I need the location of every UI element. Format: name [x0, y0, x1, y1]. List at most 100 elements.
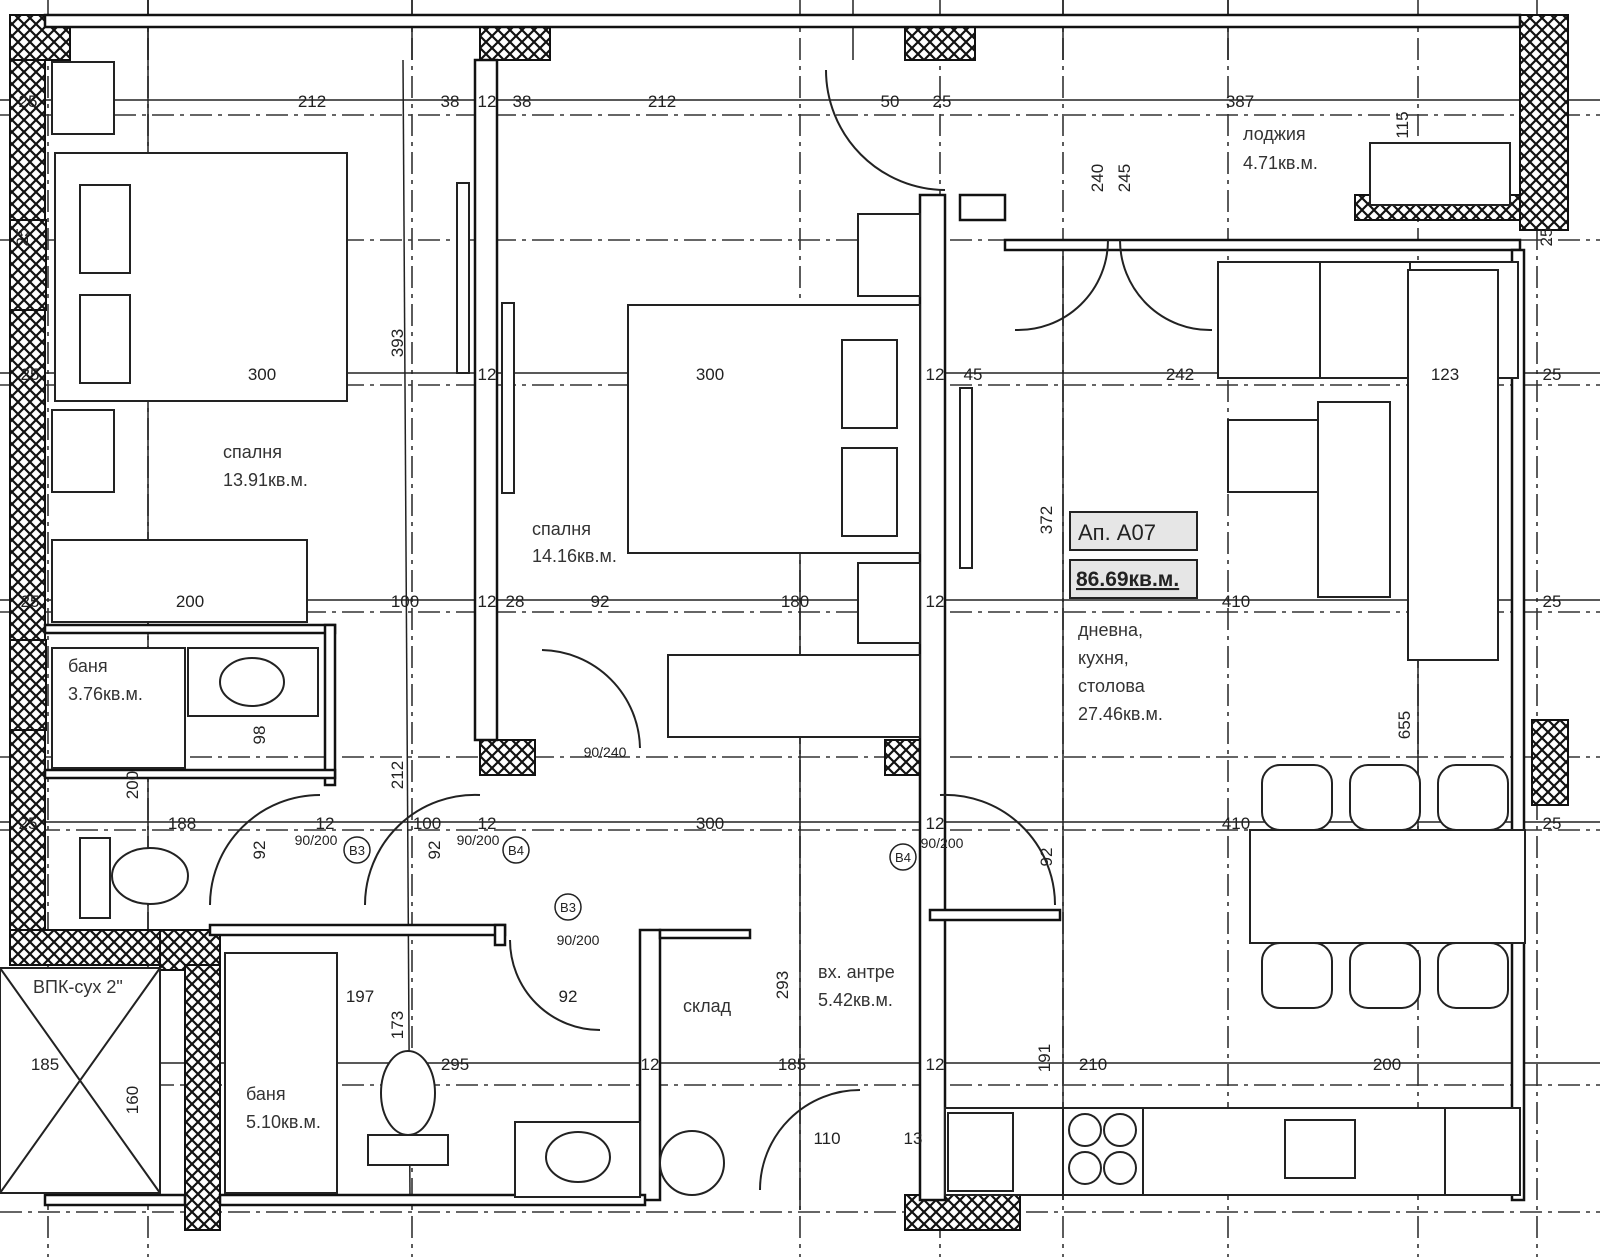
- dimension-label: 92: [559, 987, 578, 1006]
- door-swing: [825, 69, 946, 191]
- svg-text:кухня,: кухня,: [1078, 648, 1129, 668]
- svg-text:14.16кв.м.: 14.16кв.м.: [532, 546, 617, 566]
- dimension-label: 300: [696, 365, 724, 384]
- partition-wall: [218, 1193, 647, 1207]
- shaft-label: ВПК-сух 2": [33, 977, 123, 997]
- sofa: [1407, 269, 1499, 661]
- kitchen-sink: [1284, 1119, 1356, 1179]
- wall-panel: [959, 387, 973, 569]
- shaft-cross: [0, 967, 161, 1194]
- dimension-label: 12: [926, 814, 945, 833]
- partition-wall: [43, 768, 337, 780]
- svg-text:вх. антре: вх. антре: [818, 962, 895, 982]
- partition-wall: [208, 923, 507, 937]
- dimension-label: 25: [1537, 228, 1556, 247]
- dimension-label: 38: [441, 92, 460, 111]
- dimension-label: 188: [168, 814, 196, 833]
- dimension-label: 245: [1115, 164, 1134, 192]
- partition-wall: [323, 623, 337, 787]
- toilet-tank: [367, 1134, 449, 1166]
- dimension-label: 212: [388, 761, 407, 789]
- door-size-label: 90/200: [457, 832, 500, 848]
- dining-chair: [1349, 942, 1421, 1009]
- svg-text:5.42кв.м.: 5.42кв.м.: [818, 990, 893, 1010]
- dimension-label: 372: [1037, 506, 1056, 534]
- apartment-label: Ап. А07 86.69кв.м.: [1069, 511, 1198, 599]
- dimension-label: 12: [926, 592, 945, 611]
- burner: [1068, 1113, 1102, 1147]
- dimension-label: 98: [250, 726, 269, 745]
- dining-table: [1249, 829, 1526, 944]
- dimension-label: 50: [881, 92, 900, 111]
- hatched-wall: [9, 639, 47, 731]
- partition-wall: [958, 193, 1007, 222]
- door-size-label: 90/240: [584, 744, 627, 760]
- air-conditioner: [1369, 142, 1511, 206]
- dimension-label: 410: [1222, 814, 1250, 833]
- burner: [1103, 1151, 1137, 1185]
- door-swing: [209, 794, 321, 906]
- door-tag-label: B3: [560, 900, 576, 915]
- room-label-living-kitchen-dining: дневна, кухня, столова 27.46кв.м.: [1078, 620, 1163, 724]
- dimension-label: 212: [298, 92, 326, 111]
- dimension-label: 110: [813, 1129, 840, 1148]
- dimension-label: 242: [1166, 365, 1194, 384]
- dimension-label: 28: [506, 592, 525, 611]
- room-label-loggia: лоджия 4.71кв.м.: [1243, 124, 1318, 173]
- dimension-label: 13: [904, 1129, 923, 1148]
- hatched-wall: [184, 964, 221, 1231]
- dimension-label: 92: [1037, 848, 1056, 867]
- dimension-label: 393: [388, 329, 407, 357]
- dimension-label: 25: [1543, 592, 1562, 611]
- hatched-wall: [1531, 719, 1569, 806]
- partition-wall: [918, 193, 947, 1202]
- dining-chair: [1437, 764, 1509, 831]
- door-size-label: 90/200: [557, 932, 600, 948]
- oven: [947, 1112, 1014, 1192]
- dimension-label: 115: [1393, 111, 1412, 138]
- room-label-storage: склад: [683, 996, 732, 1016]
- dimension-label: 191: [1035, 1044, 1054, 1072]
- dimension-label: 200: [123, 771, 142, 799]
- partition-wall: [1003, 238, 1522, 252]
- nightstand: [857, 562, 921, 644]
- dimension-label: 240: [1088, 164, 1107, 192]
- dimension-label: 25: [933, 92, 952, 111]
- pillow: [841, 447, 898, 537]
- apartment-id: Ап. А07: [1078, 520, 1156, 545]
- wall-panel: [501, 302, 515, 494]
- dimension-label: 185: [778, 1055, 806, 1074]
- room-label-entrance: вх. антре 5.42кв.м.: [818, 962, 895, 1010]
- nightstand: [857, 213, 921, 297]
- nightstand: [51, 409, 115, 493]
- dimension-label: 200: [176, 592, 204, 611]
- dimension-label: 12: [926, 1055, 945, 1074]
- furniture: [0, 61, 1526, 1198]
- dimension-label: 293: [773, 971, 792, 999]
- svg-text:ВПК-сух 2": ВПК-сух 2": [33, 977, 123, 997]
- toilet: [380, 1050, 436, 1136]
- partition-wall: [43, 13, 1522, 29]
- dimension-label: 160: [123, 1086, 142, 1114]
- door-swing: [541, 649, 641, 749]
- dimension-label: 12: [641, 1055, 660, 1074]
- svg-text:4.71кв.м.: 4.71кв.м.: [1243, 153, 1318, 173]
- hatched-wall: [9, 219, 47, 311]
- door-tag-circle: [343, 836, 371, 864]
- partition-wall: [638, 928, 662, 1202]
- bathtub: [224, 952, 338, 1194]
- dimension-label: 25: [19, 92, 38, 111]
- door-swing: [509, 939, 601, 1031]
- dining-chair: [1261, 942, 1333, 1009]
- pillow: [79, 294, 131, 384]
- dimension-label: 123: [1431, 365, 1459, 384]
- sink: [545, 1131, 611, 1183]
- door-swing: [1119, 239, 1213, 332]
- water-heater: [659, 1130, 725, 1196]
- dimension-label: 173: [388, 1011, 407, 1039]
- svg-text:27.46кв.м.: 27.46кв.м.: [1078, 704, 1163, 724]
- kitchen-counter: [944, 1107, 1521, 1196]
- sofa-seat: [1319, 261, 1411, 379]
- door-swing: [759, 1089, 861, 1191]
- hatched-wall: [479, 739, 536, 776]
